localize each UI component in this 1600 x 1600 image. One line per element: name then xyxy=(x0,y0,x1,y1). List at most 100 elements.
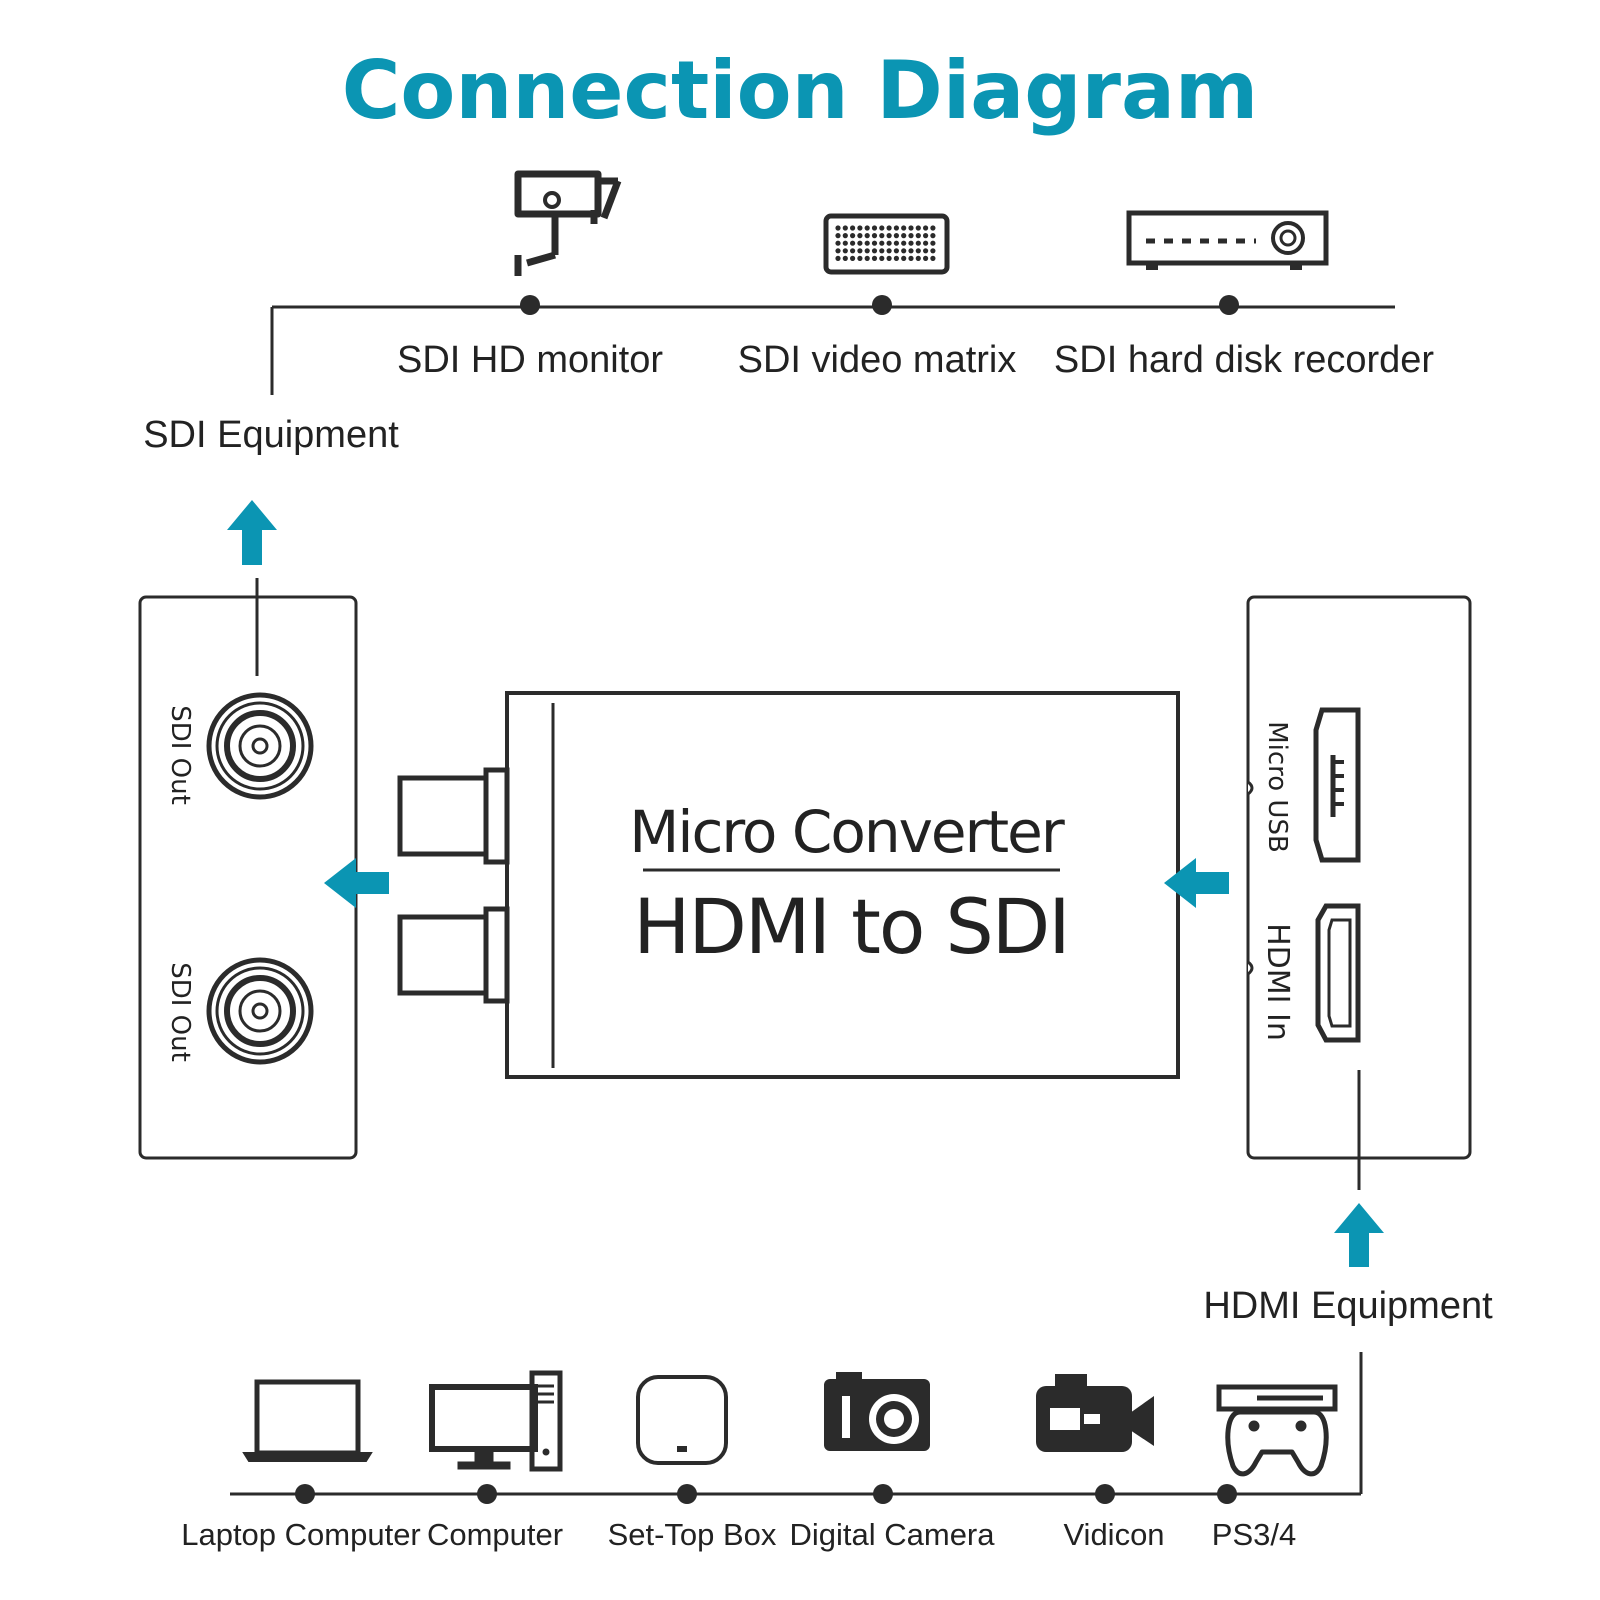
matrix-dot xyxy=(842,255,848,261)
matrix-dot xyxy=(923,233,929,239)
bnc-connector-2 xyxy=(397,906,510,1004)
matrix-dot xyxy=(879,225,885,231)
matrix-dot xyxy=(850,225,856,231)
camcorder-icon xyxy=(1036,1374,1154,1452)
matrix-dot xyxy=(915,233,921,239)
matrix-dot xyxy=(857,233,863,239)
matrix-dot xyxy=(908,233,914,239)
matrix-dot xyxy=(835,225,841,231)
matrix-dot xyxy=(886,248,892,254)
matrix-dot xyxy=(915,240,921,246)
matrix-dot xyxy=(871,240,878,246)
matrix-dot xyxy=(893,233,900,239)
game-console-icon xyxy=(1216,1384,1338,1477)
hdmi-item-label-set-top-box: Set-Top Box xyxy=(608,1517,777,1552)
matrix-dot xyxy=(930,233,936,239)
matrix-dot xyxy=(850,255,856,261)
matrix-dot xyxy=(850,248,856,254)
device-label-line2: HDMI to SDI xyxy=(633,882,1068,971)
sdi-bus-node-monitor xyxy=(520,295,540,315)
matrix-dot xyxy=(908,240,914,246)
matrix-dot xyxy=(923,225,929,231)
hdmi-item-label-vidicon: Vidicon xyxy=(1063,1517,1164,1552)
matrix-dot xyxy=(923,255,929,261)
matrix-dot xyxy=(835,255,841,261)
matrix-dot xyxy=(930,255,936,261)
arrow-left-sdi-icon xyxy=(324,858,389,908)
matrix-dot xyxy=(850,233,856,239)
matrix-dot xyxy=(857,248,863,254)
matrix-dot xyxy=(886,255,892,261)
matrix-dot xyxy=(871,248,878,254)
matrix-dot xyxy=(908,225,914,231)
sdi-equipment-bus xyxy=(270,305,1395,395)
matrix-dot xyxy=(864,255,870,261)
matrix-dot xyxy=(835,233,841,239)
hdmi-equipment-label: HDMI Equipment xyxy=(1203,1285,1493,1327)
left-panel xyxy=(138,578,358,1160)
hdmi-bus-node-set-top-box xyxy=(677,1484,697,1504)
disk-recorder-icon xyxy=(1126,210,1329,270)
device-label-line1: Micro Converter xyxy=(629,798,1065,866)
matrix-dot xyxy=(842,240,848,246)
matrix-dot xyxy=(908,248,914,254)
matrix-dot xyxy=(864,225,870,231)
matrix-dot xyxy=(857,225,863,231)
matrix-dot xyxy=(879,248,885,254)
matrix-dot xyxy=(915,225,921,231)
matrix-dot xyxy=(893,225,900,231)
sdi-bus-node-matrix xyxy=(872,295,892,315)
hdmi-in-port xyxy=(1315,903,1361,1043)
micro-usb-port xyxy=(1313,707,1361,863)
hdmi-item-label-camera: Digital Camera xyxy=(789,1517,995,1552)
matrix-dot xyxy=(893,248,900,254)
laptop-icon xyxy=(242,1379,373,1462)
matrix-dot xyxy=(864,248,870,254)
hdmi-item-label-laptop: Laptop Computer xyxy=(181,1517,421,1552)
video-matrix-icon xyxy=(823,213,950,275)
matrix-dot xyxy=(864,233,870,239)
arrow-left-hdmi-icon xyxy=(1164,858,1229,908)
matrix-dot xyxy=(886,233,892,239)
matrix-dot xyxy=(915,255,921,261)
sdi-equipment-label: SDI Equipment xyxy=(143,414,399,456)
matrix-dot xyxy=(908,255,914,261)
security-camera-icon xyxy=(514,170,622,276)
matrix-dot xyxy=(879,233,885,239)
hdmi-item-label-computer: Computer xyxy=(427,1517,563,1552)
sdi-item-label-monitor: SDI HD monitor xyxy=(397,339,663,381)
matrix-dot xyxy=(835,248,841,254)
set-top-box-icon xyxy=(636,1375,728,1465)
matrix-dot xyxy=(886,240,892,246)
desktop-computer-icon xyxy=(429,1370,563,1472)
matrix-dot xyxy=(930,225,936,231)
sdi-out-connector-2 xyxy=(206,957,314,1065)
matrix-dot xyxy=(930,248,936,254)
arrow-up-hdmi-icon xyxy=(1334,1203,1384,1267)
hdmi-bus-node-ps xyxy=(1217,1484,1237,1504)
matrix-dot xyxy=(850,240,856,246)
matrix-dot xyxy=(842,248,848,254)
sdi-item-label-matrix: SDI video matrix xyxy=(738,339,1017,381)
matrix-dot xyxy=(864,240,870,246)
hdmi-item-label-ps: PS3/4 xyxy=(1212,1517,1296,1552)
sdi-out-connector-1 xyxy=(206,692,314,800)
micro-usb-label: Micro USB xyxy=(1262,721,1292,853)
matrix-dot xyxy=(915,248,921,254)
hdmi-bus-node-computer xyxy=(477,1484,497,1504)
right-panel-notch-1 xyxy=(1247,780,1254,796)
sdi-out-label-2: SDI Out xyxy=(165,962,195,1062)
hdmi-bus-node-laptop xyxy=(295,1484,315,1504)
matrix-dot xyxy=(842,225,848,231)
arrow-up-sdi-icon xyxy=(227,500,277,565)
matrix-dot xyxy=(901,240,907,246)
sdi-out-label-1: SDI Out xyxy=(165,705,195,805)
matrix-dot xyxy=(930,240,936,246)
matrix-dot xyxy=(879,255,885,261)
matrix-dot xyxy=(871,225,878,231)
matrix-dot xyxy=(842,233,848,239)
matrix-dot xyxy=(923,248,929,254)
digital-camera-icon xyxy=(824,1372,930,1451)
page-title: Connection Diagram xyxy=(342,44,1259,137)
matrix-dot xyxy=(879,240,885,246)
